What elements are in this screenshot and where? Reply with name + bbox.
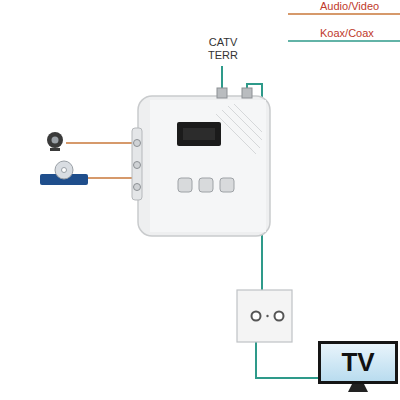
legend-text: Audio/Video (320, 0, 379, 13)
wall-socket (237, 290, 292, 342)
modulator-device (132, 88, 270, 236)
legend-text: Koax/Coax (320, 27, 374, 40)
dvd-player-icon (40, 161, 88, 185)
legend-line (288, 40, 400, 42)
webcam-icon (47, 132, 63, 151)
coax-wire (221, 66, 223, 90)
signal-label: CATV TERR (208, 36, 238, 62)
tv-label: TV (341, 347, 374, 378)
tv-screen: TV (318, 341, 398, 384)
tv-stand (348, 384, 368, 392)
legend-line (288, 13, 400, 15)
av-wire (88, 177, 138, 179)
av-wire (66, 142, 138, 144)
